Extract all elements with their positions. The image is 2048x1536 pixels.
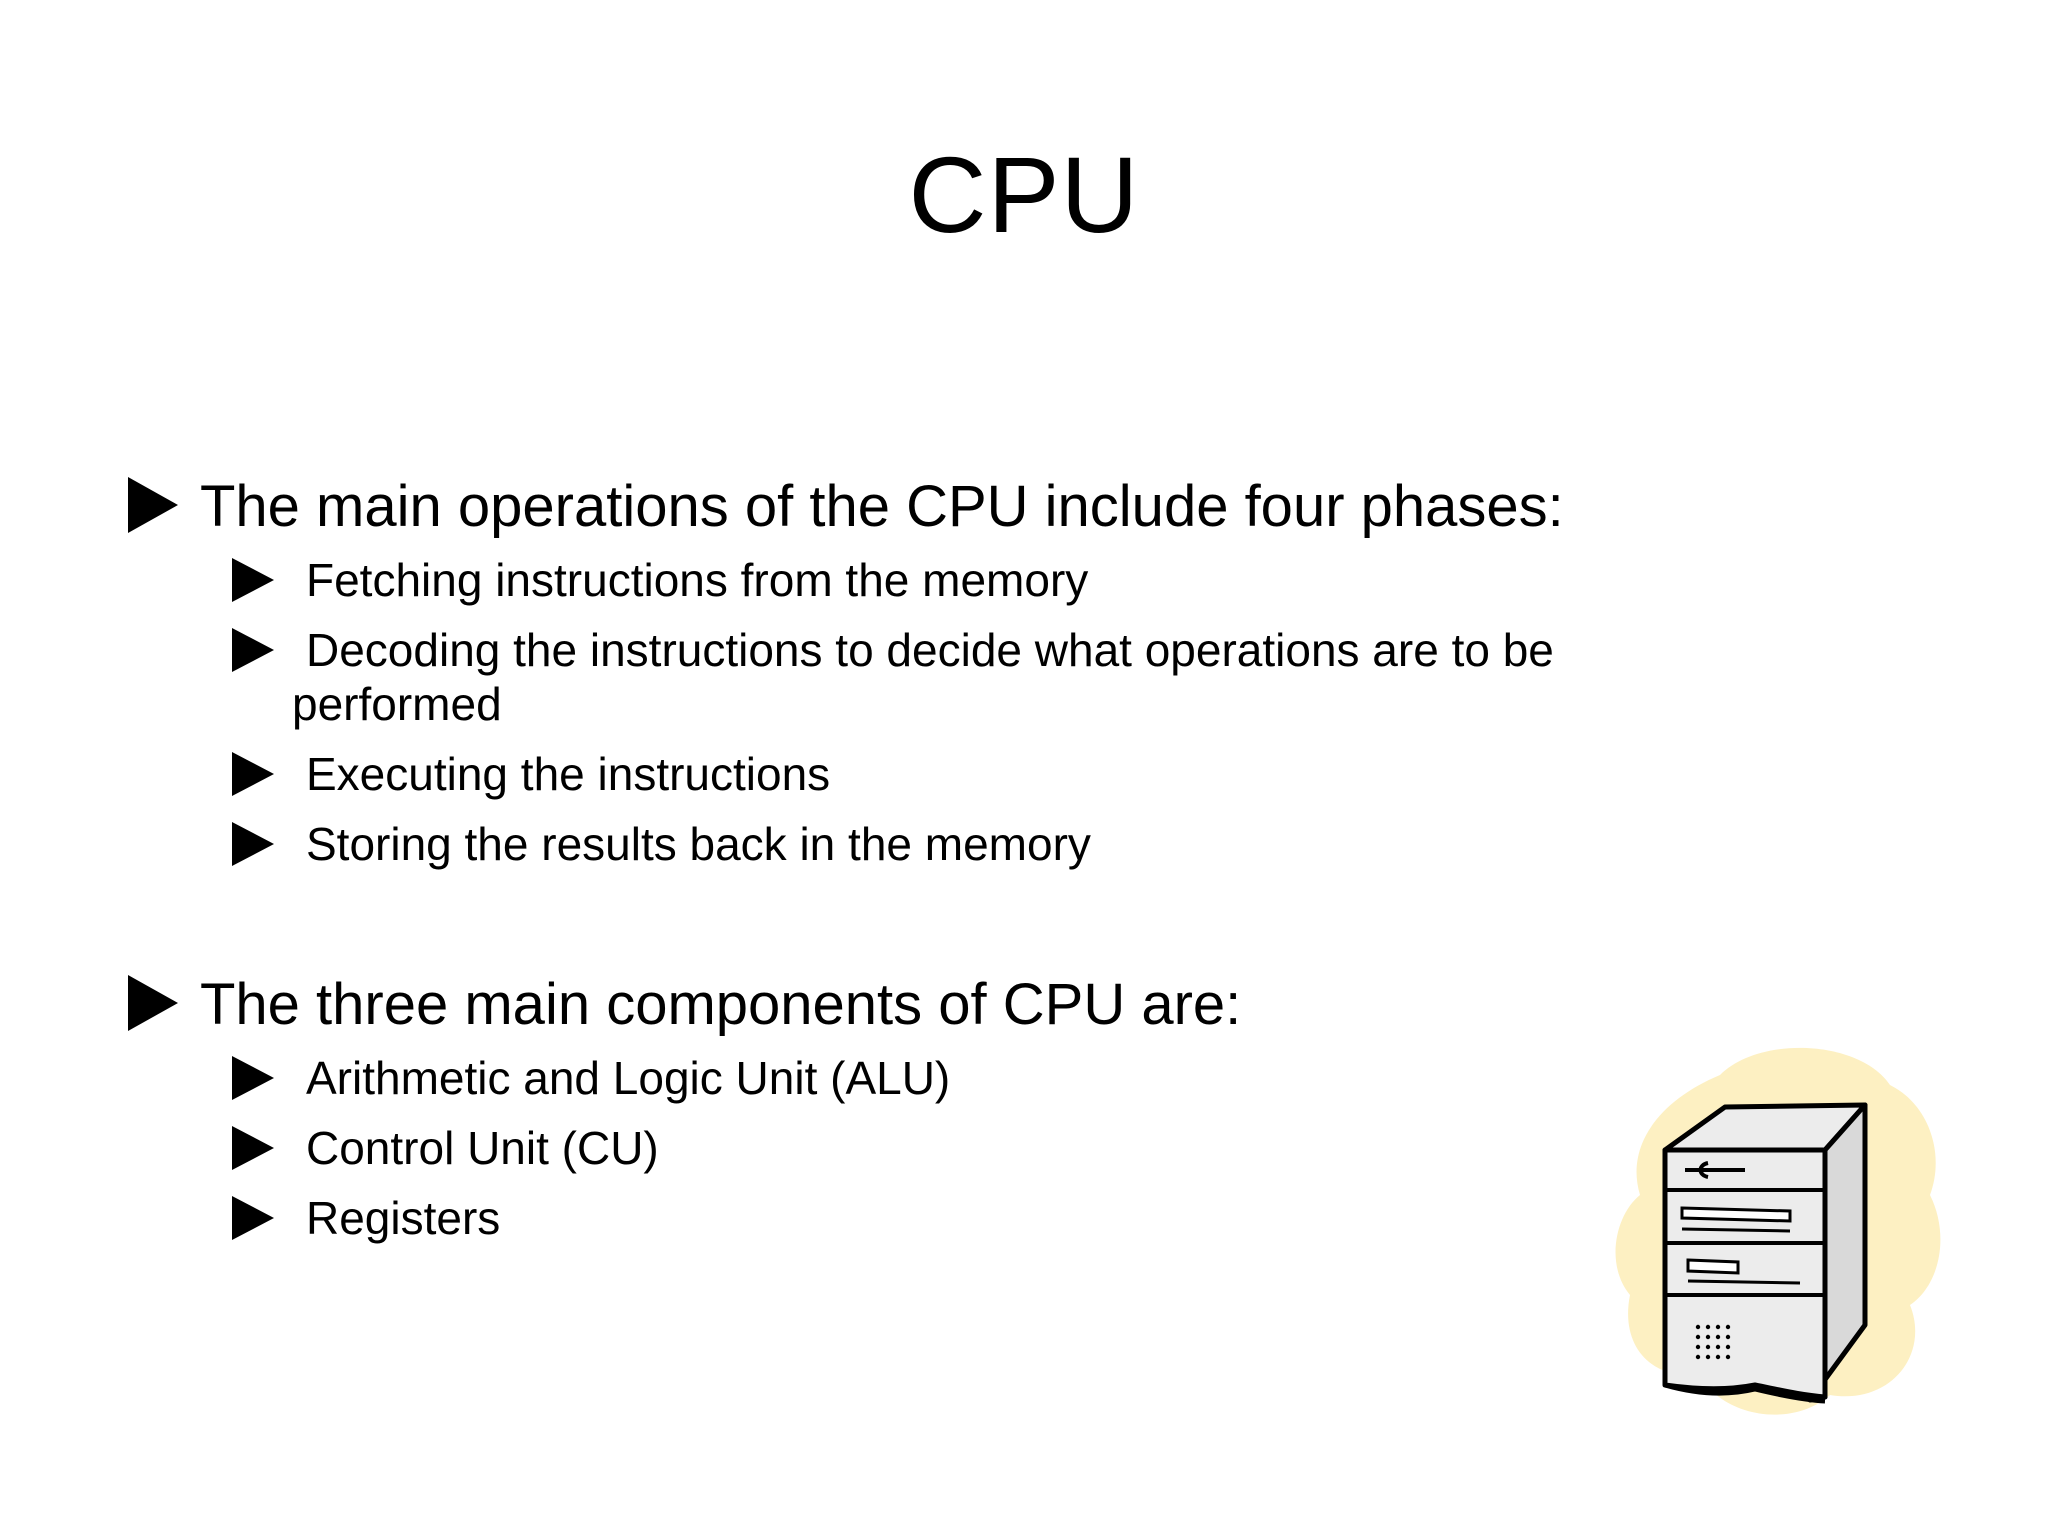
- bullet-text: Registers: [306, 1192, 501, 1244]
- bullet-arrow-icon: [232, 821, 274, 866]
- bullet-level2-cu: Control Unit (CU): [232, 1120, 659, 1176]
- bullet-level2-fetching: Fetching instructions from the memory: [232, 552, 1088, 608]
- bullet-text: performed: [292, 678, 502, 730]
- bullet-level1-operations: The main operations of the CPU include f…: [128, 472, 1564, 542]
- bullet-text: The three main components of CPU are:: [200, 972, 1242, 1037]
- bullet-text: Storing the results back in the memory: [306, 818, 1091, 870]
- bullet-arrow-icon: [232, 1195, 274, 1240]
- bullet-arrow-icon: [232, 627, 274, 672]
- bullet-text: Arithmetic and Logic Unit (ALU): [306, 1052, 951, 1104]
- bullet-level2-alu: Arithmetic and Logic Unit (ALU): [232, 1050, 950, 1106]
- slide-title: CPU: [908, 134, 1140, 255]
- bullet-level2-storing: Storing the results back in the memory: [232, 816, 1091, 872]
- bullet-arrow-icon: [232, 751, 274, 796]
- bullet-arrow-icon: [128, 476, 178, 533]
- bullet-level1-components: The three main components of CPU are:: [128, 970, 1241, 1040]
- bullet-arrow-icon: [232, 1125, 274, 1170]
- computer-tower-icon: [1615, 1047, 1941, 1415]
- bullet-text: Control Unit (CU): [306, 1122, 659, 1174]
- bullet-arrow-icon: [128, 974, 178, 1031]
- bullet-level2-executing: Executing the instructions: [232, 746, 830, 802]
- bullet-text: Decoding the instructions to decide what…: [306, 624, 1554, 676]
- bullet-arrow-icon: [232, 1055, 274, 1100]
- bullet-level2-decoding: Decoding the instructions to decide what…: [232, 622, 1554, 678]
- bullet-level2-decoding-continuation: performed: [292, 676, 502, 732]
- bullet-level2-registers: Registers: [232, 1190, 500, 1246]
- bullet-text: The main operations of the CPU include f…: [200, 474, 1564, 539]
- bullet-arrow-icon: [232, 557, 274, 602]
- bullet-text: Executing the instructions: [306, 748, 831, 800]
- bullet-text: Fetching instructions from the memory: [306, 554, 1089, 606]
